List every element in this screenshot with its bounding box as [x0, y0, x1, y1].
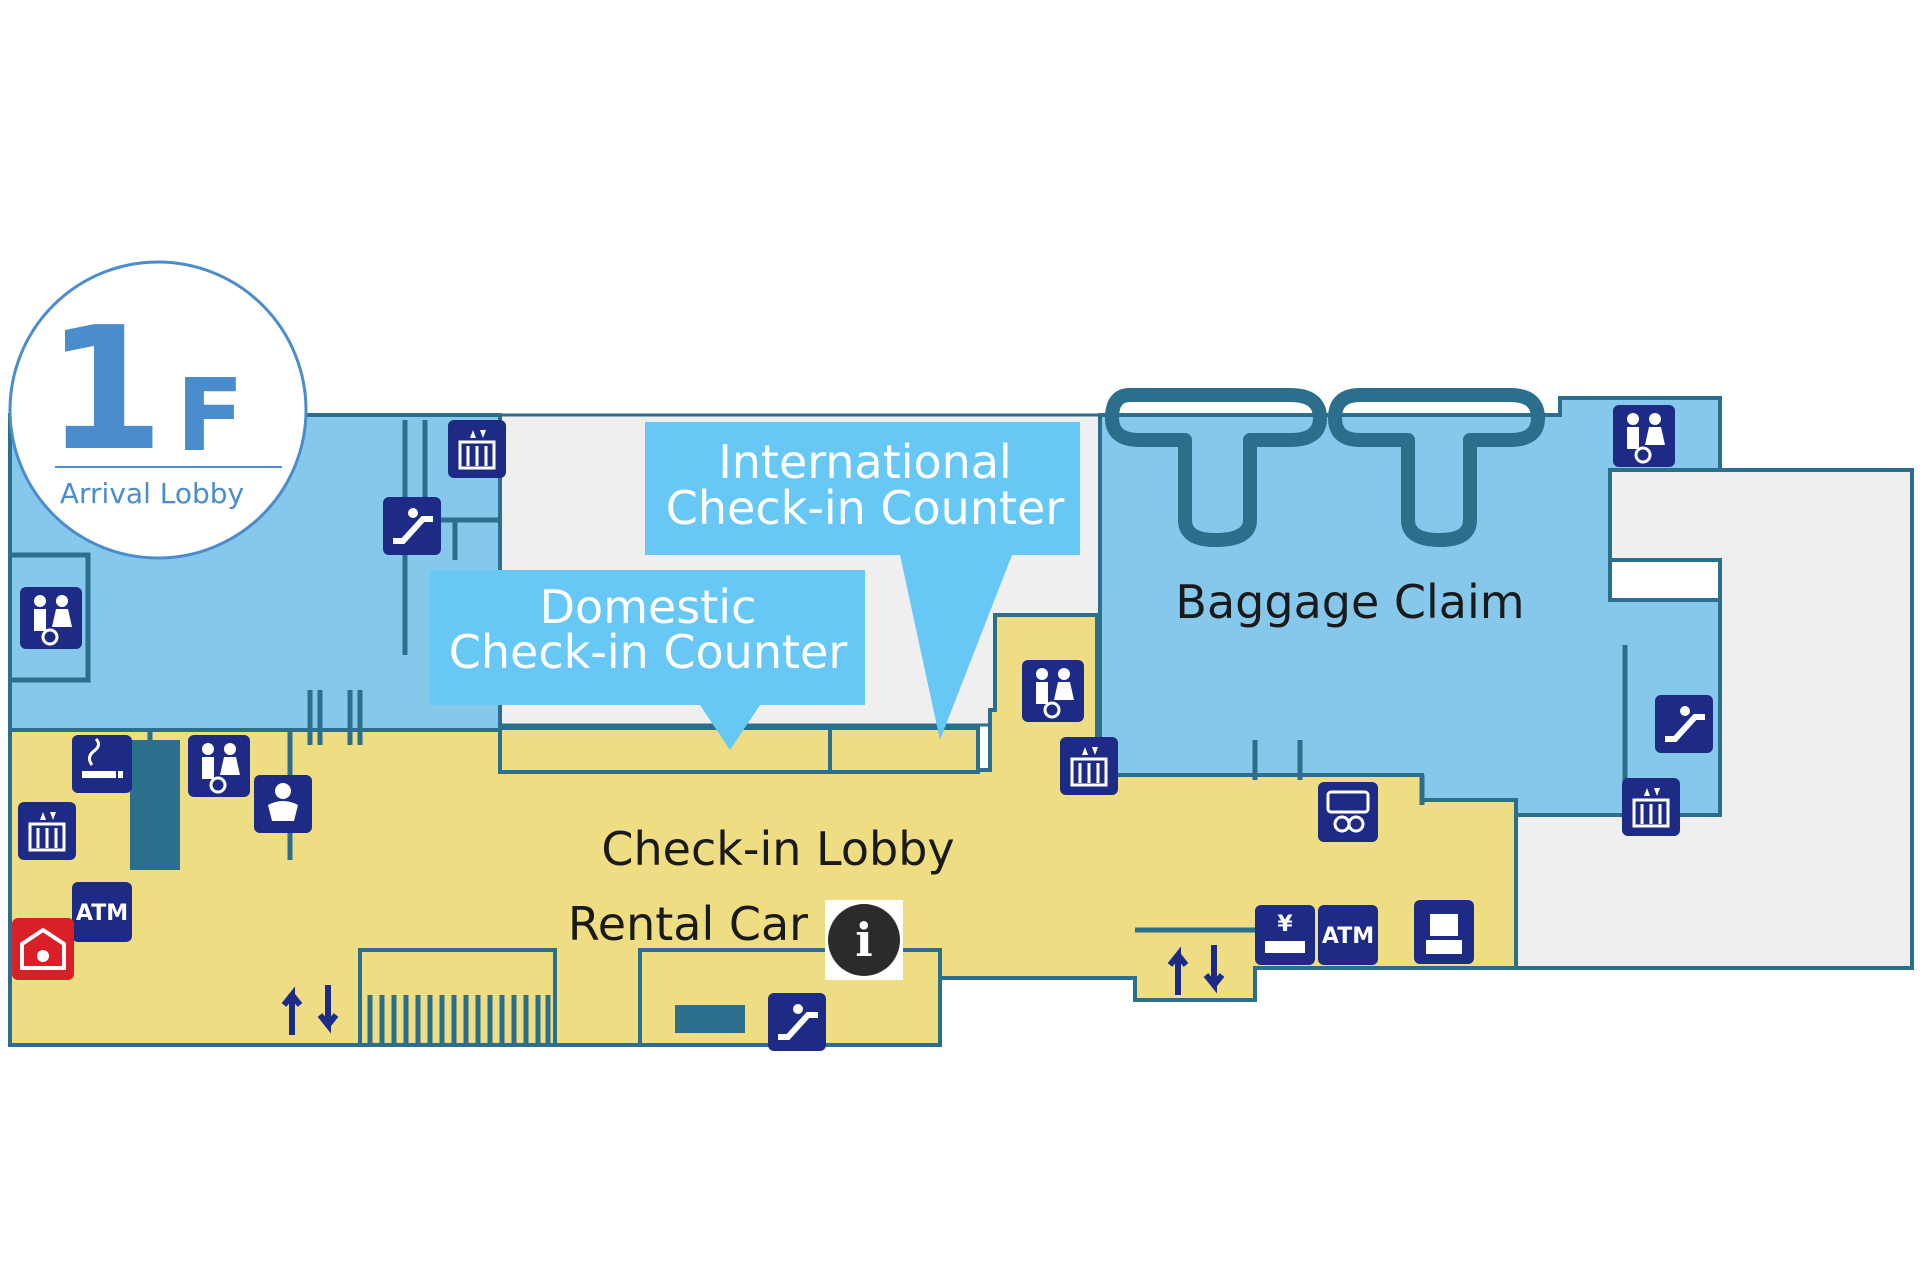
svg-text:ATM: ATM — [76, 901, 128, 926]
escalator-icon[interactable] — [1655, 695, 1713, 753]
entrance-stripes — [367, 995, 551, 1043]
baby-care-icon[interactable] — [254, 775, 312, 833]
restroom-icon[interactable] — [188, 735, 250, 797]
baggage-carousels — [1105, 388, 1545, 547]
svg-text:ATM: ATM — [1322, 924, 1374, 949]
rental-car-label: Rental Car — [568, 897, 808, 951]
luggage-service-icon[interactable] — [1414, 900, 1474, 964]
stairs-updown-icon[interactable] — [1167, 945, 1225, 995]
restroom-icon[interactable] — [1613, 405, 1675, 467]
floor-suffix: F — [176, 357, 244, 474]
restroom-icon[interactable] — [20, 587, 82, 649]
elevator-icon[interactable] — [1060, 737, 1118, 795]
map-icons: ATM ATM ¥ — [12, 405, 1713, 1051]
domestic-callout-line2: Check-in Counter — [449, 625, 848, 679]
restroom-icon[interactable] — [1022, 660, 1084, 722]
currency-exchange-icon[interactable]: ¥ — [1255, 905, 1315, 965]
domestic-callout-line1: Domestic — [540, 580, 757, 634]
wall-block — [130, 740, 180, 870]
svg-text:i: i — [855, 913, 872, 967]
svg-text:¥: ¥ — [1277, 912, 1293, 937]
smoking-area-icon[interactable] — [72, 735, 132, 793]
international-callout-line1: International — [718, 435, 1012, 489]
atm-icon[interactable]: ATM — [1318, 905, 1378, 965]
baggage-claim-label: Baggage Claim — [1175, 575, 1524, 629]
floor-number: 1 — [46, 291, 164, 489]
money-exchange-icon[interactable] — [1318, 782, 1378, 842]
information-icon[interactable]: i — [825, 900, 903, 980]
atm-icon[interactable]: ATM — [72, 882, 132, 942]
escalator-icon[interactable] — [383, 497, 441, 555]
emergency-icon[interactable] — [12, 918, 74, 980]
international-callout-line2: Check-in Counter — [666, 481, 1065, 535]
international-callout: International Check-in Counter — [645, 422, 1080, 740]
domestic-callout: Domestic Check-in Counter — [430, 570, 865, 750]
stairs-updown-icon[interactable] — [281, 985, 339, 1035]
elevator-icon[interactable] — [1622, 778, 1680, 836]
elevator-icon[interactable] — [18, 802, 76, 860]
floor-name: Arrival Lobby — [60, 477, 244, 510]
checkin-lobby-label: Check-in Lobby — [601, 822, 954, 876]
escalator-icon[interactable] — [768, 993, 826, 1051]
floor-badge: 1 F Arrival Lobby — [8, 260, 308, 560]
elevator-icon[interactable] — [448, 420, 506, 478]
